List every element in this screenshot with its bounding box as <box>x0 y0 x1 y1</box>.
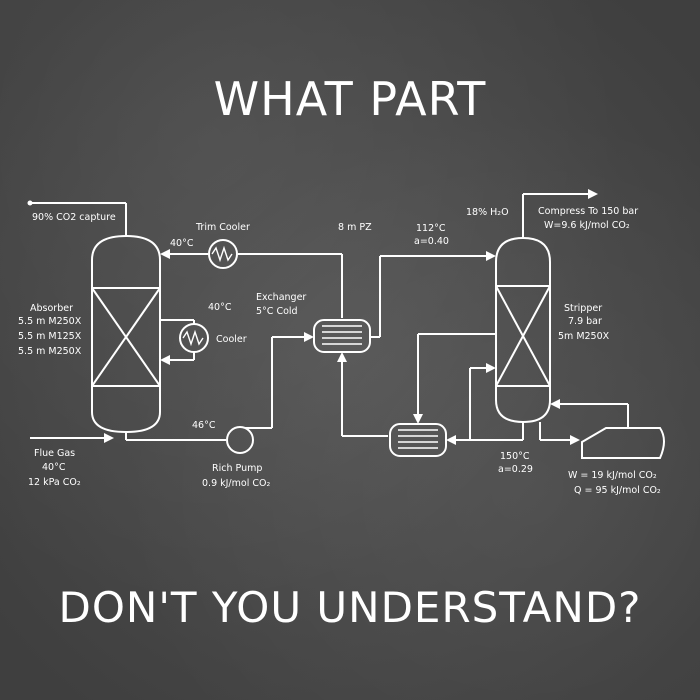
absorber-top-temp-label: 40°C <box>170 238 194 249</box>
rich-pump-icon <box>226 426 262 454</box>
headline-top: WHAT PART <box>213 72 487 126</box>
rich-temp-label: 46°C <box>192 420 216 431</box>
reboiler-heat-label: Q = 95 kJ/mol CO₂ <box>574 485 661 496</box>
intercooler-icon <box>179 323 209 353</box>
absorber-pack1-label: 5.5 m M250X <box>18 316 82 327</box>
stripper-name-label: Stripper <box>564 303 602 314</box>
stripper-bottom-loading-label: a=0.29 <box>498 464 533 475</box>
compress-title-label: Compress To 150 bar <box>538 206 638 217</box>
lower-exchanger-icon <box>389 423 447 457</box>
cooler-name-label: Cooler <box>216 334 247 345</box>
compress-work-label: W=9.6 kJ/mol CO₂ <box>544 220 630 231</box>
stripper-pressure-label: 7.9 bar <box>568 316 602 327</box>
stripper-column <box>495 236 551 424</box>
rich-pump-label: Rich Pump <box>212 463 262 474</box>
exchanger-approach-label: 5°C Cold <box>256 306 298 317</box>
headline-bottom: DON'T YOU UNDERSTAND? <box>58 583 642 632</box>
flue-pressure-label: 12 kPa CO₂ <box>28 477 81 488</box>
reboiler-work-label: W = 19 kJ/mol CO₂ <box>568 470 657 481</box>
reboiler-icon <box>581 427 665 459</box>
absorber-name-label: Absorber <box>30 303 73 314</box>
absorber-pack2-label: 5.5 m M125X <box>18 331 82 342</box>
cooler-temp-label: 40°C <box>208 302 232 313</box>
hot-side-loading-label: a=0.40 <box>414 236 449 247</box>
trim-cooler-label: Trim Cooler <box>195 222 250 233</box>
water-label: 18% H₂O <box>466 207 509 218</box>
hot-side-temp-label: 112°C <box>416 223 446 234</box>
co2-capture-label: 90% CO2 capture <box>32 212 116 223</box>
solvent-label: 8 m PZ <box>338 222 372 233</box>
trim-cooler-icon <box>208 239 238 269</box>
cross-exchanger-icon <box>313 319 371 353</box>
exchanger-name-label: Exchanger <box>256 292 306 303</box>
flue-gas-label: Flue Gas <box>34 448 75 459</box>
absorber-pack3-label: 5.5 m M250X <box>18 346 82 357</box>
stripper-packing-label: 5m M250X <box>558 331 610 342</box>
rich-pump-work-label: 0.9 kJ/mol CO₂ <box>202 478 270 489</box>
vent-dot <box>27 200 33 206</box>
absorber-column <box>91 234 161 434</box>
flue-temp-label: 40°C <box>42 462 66 473</box>
stripper-bottom-temp-label: 150°C <box>500 451 530 462</box>
